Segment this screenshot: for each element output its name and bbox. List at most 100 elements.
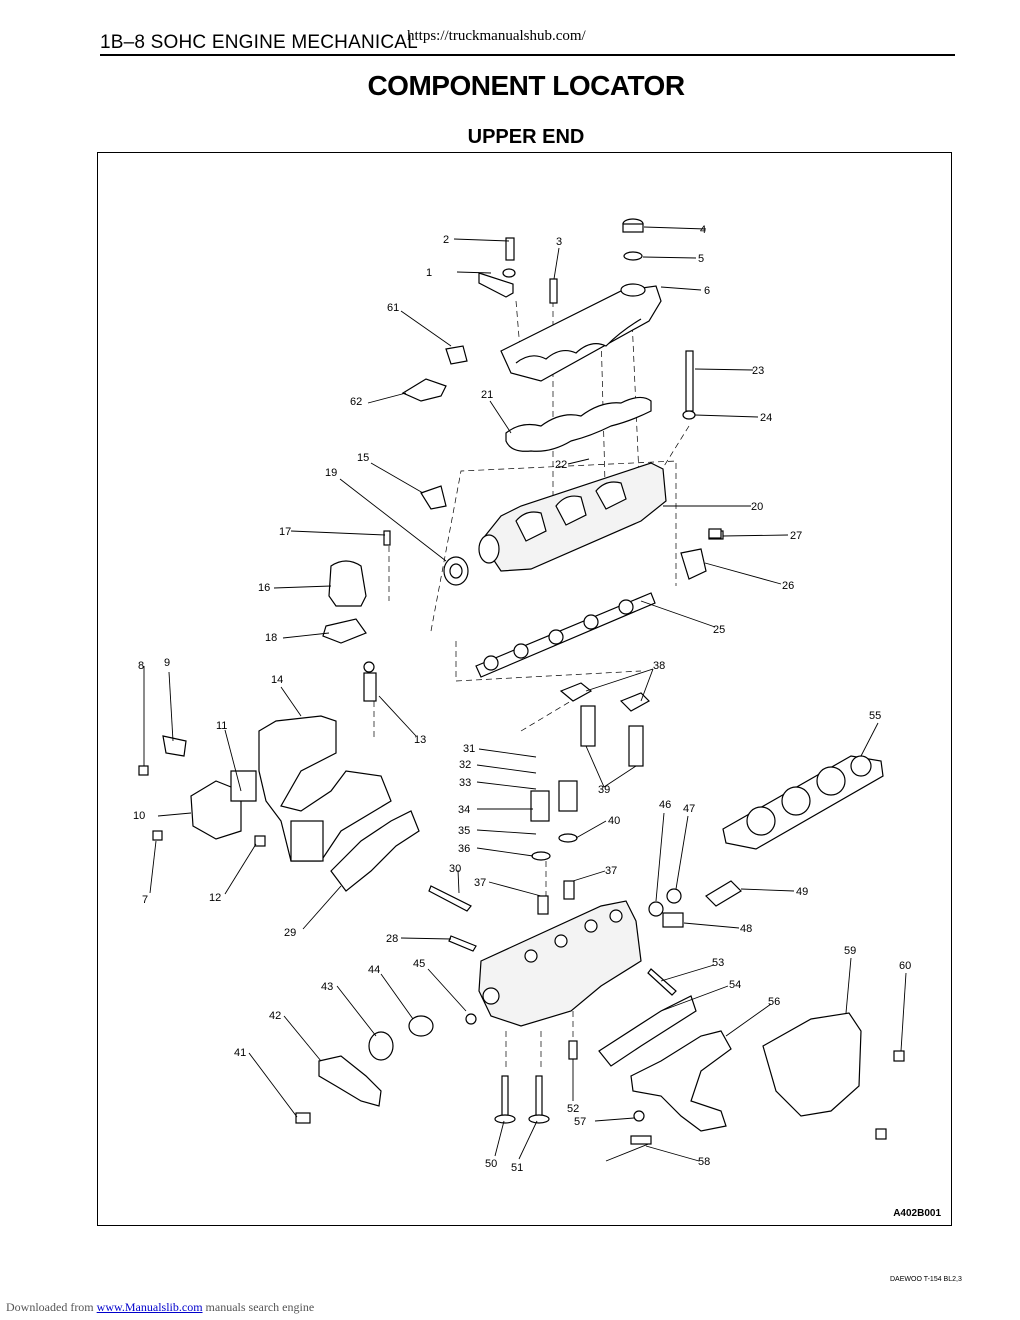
callout-label: 21: [481, 389, 493, 401]
callout-labels: 1 2 3 4 5 6 7 8 9 10 11 12 13 14 15 16 1…: [133, 224, 911, 1174]
bolt-23: [682, 350, 696, 420]
callout-label: 23: [752, 365, 764, 377]
heat-shield: [762, 1012, 862, 1117]
bracket-1: [478, 237, 516, 298]
camshaft: [475, 592, 656, 678]
callout-label: 25: [713, 624, 725, 636]
head-bolt-30: [428, 885, 472, 912]
callout-label: 58: [698, 1156, 710, 1168]
egr-valve: [322, 530, 391, 644]
callout-label: 19: [325, 467, 337, 479]
callout-label: 56: [768, 996, 780, 1008]
callout-label: 12: [209, 892, 221, 904]
callout-label: 55: [869, 710, 881, 722]
callout-label: 11: [216, 720, 227, 732]
callout-label: 7: [142, 894, 148, 906]
callout-label: 62: [350, 396, 362, 408]
callout-label: 45: [413, 958, 425, 970]
callout-label: 44: [368, 964, 380, 976]
callout-label: 39: [598, 784, 610, 796]
callout-label: 36: [458, 843, 470, 855]
exploded-view-diagram: 1 2 3 4 5 6 7 8 9 10 11 12 13 14 15 16 1…: [133, 218, 911, 1174]
callout-label: 14: [271, 674, 283, 686]
callout-label: 40: [608, 815, 620, 827]
fastener-60: [875, 1050, 905, 1140]
callout-label: 9: [164, 657, 170, 669]
callout-label: 31: [463, 743, 475, 755]
fastener-7-8: [138, 765, 266, 847]
callout-label: 38: [653, 660, 665, 672]
callout-label: 41: [234, 1047, 246, 1059]
cylinder-head: [478, 900, 642, 1027]
callout-label: 59: [844, 945, 856, 957]
exhaust-manifold: [630, 1030, 732, 1132]
sensors-46-49: [648, 880, 742, 928]
callout-label: 3: [556, 236, 562, 248]
callout-label: 46: [659, 799, 671, 811]
callout-label: 13: [414, 734, 426, 746]
source-url[interactable]: https://truckmanualshub.com/: [407, 28, 586, 44]
page-subtitle: UPPER END: [467, 126, 585, 148]
callout-label: 16: [258, 582, 270, 594]
callout-label: 26: [782, 580, 794, 592]
bolt-3: [549, 278, 558, 304]
callout-label: 33: [459, 777, 471, 789]
callout-label: 32: [459, 759, 471, 771]
callout-label: 28: [386, 933, 398, 945]
fastener-27: [708, 528, 722, 539]
thermostat: [368, 1013, 477, 1061]
callout-label: 6: [704, 285, 710, 297]
stud-28: [448, 935, 477, 952]
callout-label: 15: [357, 452, 369, 464]
callout-label: 54: [729, 979, 741, 991]
callout-label: 57: [574, 1116, 586, 1128]
download-footer: Downloaded from www.Manualslib.com manua…: [6, 1300, 314, 1315]
cover-gasket: [505, 396, 652, 452]
callout-label: 17: [279, 526, 291, 538]
callout-label: 53: [712, 957, 724, 969]
oil-seal-19: [443, 556, 469, 586]
callout-label: 2: [443, 234, 449, 246]
callout-label: 60: [899, 960, 911, 972]
stud-53: [647, 968, 677, 996]
bracket-61-62: [401, 345, 468, 402]
callout-label: 49: [796, 886, 808, 898]
intake-gasket: [330, 810, 420, 892]
oxygen-sensor: [605, 1110, 652, 1162]
camshaft-housing: [478, 462, 667, 572]
callout-label: 29: [284, 927, 296, 939]
callout-label: 48: [740, 923, 752, 935]
valve-springs: [530, 780, 578, 915]
document-code: DAEWOO T-154 BL2,3: [890, 1276, 962, 1283]
throttle-body: [162, 735, 257, 840]
figure-code: A402B001: [893, 1208, 941, 1219]
leader-lines: [143, 226, 907, 1162]
callout-label: 5: [698, 253, 704, 265]
callout-label: 30: [449, 863, 461, 875]
callout-label: 52: [567, 1103, 579, 1115]
intake-manifold: [258, 715, 392, 862]
diagram-frame: 1 2 3 4 5 6 7 8 9 10 11 12 13 14 15 16 1…: [97, 152, 952, 1226]
valves-50-51: [494, 1040, 578, 1124]
manualslib-link[interactable]: www.Manualslib.com: [96, 1300, 203, 1314]
sensor-15: [420, 485, 447, 510]
callout-label: 27: [790, 530, 802, 542]
callout-label: 24: [760, 412, 772, 424]
callout-label: 1: [426, 267, 432, 279]
section-title: 1B–8 SOHC ENGINE MECHANICAL: [100, 32, 418, 53]
callout-label: 61: [387, 302, 399, 314]
callout-label: 51: [511, 1162, 523, 1174]
callout-label: 47: [683, 803, 695, 815]
callout-label: 42: [269, 1010, 281, 1022]
rocker-arms: [559, 682, 650, 767]
cylinder-head-cover: [500, 283, 662, 382]
callout-label: 10: [133, 810, 145, 822]
footer-prefix: Downloaded from: [6, 1300, 97, 1314]
callout-label: 20: [751, 501, 763, 513]
callout-label: 4: [700, 224, 706, 236]
page-title: COMPONENT LOCATOR: [367, 70, 685, 101]
callout-label: 43: [321, 981, 333, 993]
head-gasket: [722, 755, 884, 850]
callout-label: 35: [458, 825, 470, 837]
callout-label: 37: [605, 865, 617, 877]
